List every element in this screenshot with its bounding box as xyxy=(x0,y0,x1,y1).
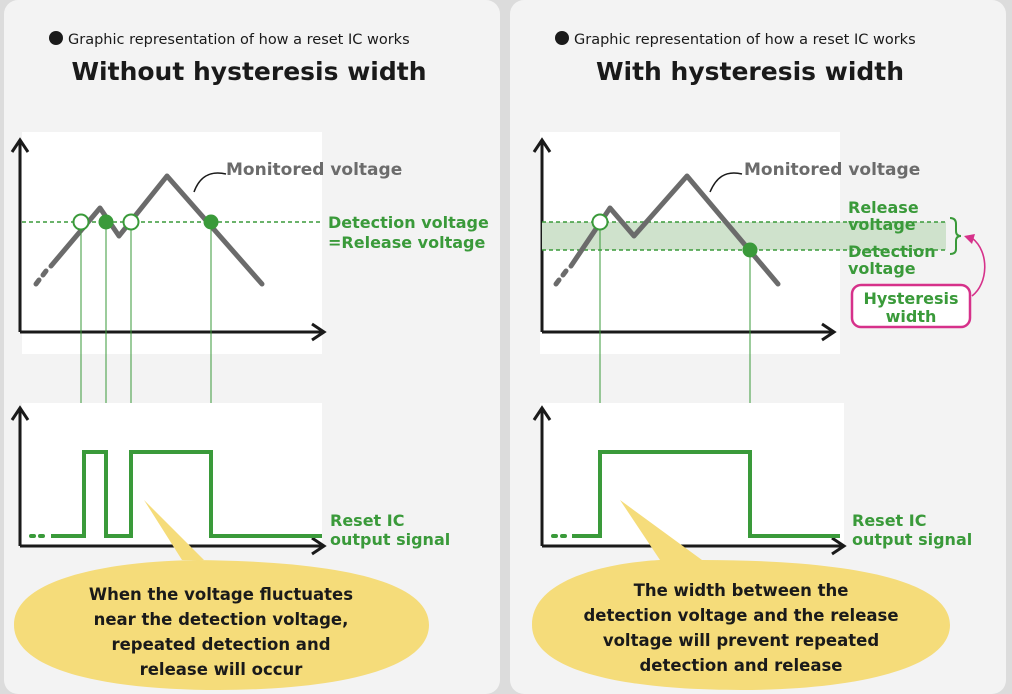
caption: Graphic representation of how a reset IC… xyxy=(68,32,410,48)
monitored-leader xyxy=(193,172,227,193)
callout-text-line: detection and release xyxy=(640,656,843,675)
monitored-voltage-label: Monitored voltage xyxy=(744,160,920,180)
output-label: output signal xyxy=(852,530,972,549)
bullet-icon xyxy=(49,31,63,45)
hysteresis-width-label: width xyxy=(886,307,937,326)
callout-text-line: repeated detection and xyxy=(111,635,330,654)
output-label: output signal xyxy=(330,530,450,549)
voltage-axes xyxy=(10,137,327,342)
callout-text-line: When the voltage fluctuates xyxy=(89,585,353,604)
monitored-leader xyxy=(709,172,743,193)
callout-bubble xyxy=(14,500,429,690)
release-voltage-label: Release xyxy=(848,198,919,217)
callout-bubble xyxy=(532,500,950,690)
release-point-marker xyxy=(72,213,90,231)
reset-output-signal xyxy=(551,450,840,538)
panel-title: With hysteresis width xyxy=(596,57,904,86)
output-graph-area xyxy=(540,403,844,546)
callout-text-line: detection voltage and the release xyxy=(583,606,898,625)
reset-output-signal xyxy=(29,450,322,538)
diagram-with-hysteresis: Graphic representation of how a reset IC… xyxy=(532,31,986,690)
release-point-marker xyxy=(591,213,609,231)
callout-text-line: voltage will prevent repeated xyxy=(603,631,879,650)
hysteresis-width-label: Hysteresis xyxy=(863,289,958,308)
callout-text-line: near the detection voltage, xyxy=(94,610,349,629)
hysteresis-arrow xyxy=(971,237,986,297)
output-label: Reset IC xyxy=(852,511,926,530)
diagram-without-hysteresis: Graphic representation of how a reset IC… xyxy=(10,31,489,690)
callout-text-line: The width between the xyxy=(634,581,849,600)
detection-voltage-label: Detection voltage xyxy=(328,213,489,232)
callout-text-line: release will occur xyxy=(140,660,304,679)
detection-point-marker xyxy=(742,242,758,258)
panel-title: Without hysteresis width xyxy=(71,57,426,86)
detection-point-marker xyxy=(203,214,219,230)
detection-voltage-label: Detection xyxy=(848,242,936,261)
output-axes xyxy=(10,405,327,556)
detection-voltage-label: voltage xyxy=(848,259,916,278)
output-axes xyxy=(532,405,847,556)
bullet-icon xyxy=(555,31,569,45)
hysteresis-brace xyxy=(949,217,962,255)
output-graph-area xyxy=(22,403,322,546)
monitored-voltage-label: Monitored voltage xyxy=(226,160,402,180)
arrow-head-icon xyxy=(964,234,975,244)
detection-point-marker xyxy=(98,214,114,230)
panel-without-hysteresis: Graphic representation of how a reset IC… xyxy=(4,0,500,694)
release-voltage-label: =Release voltage xyxy=(328,233,485,252)
hysteresis-width-box xyxy=(850,283,972,329)
release-point-marker xyxy=(122,213,140,231)
panel-with-hysteresis: Graphic representation of how a reset IC… xyxy=(510,0,1006,694)
release-voltage-label: voltage xyxy=(848,215,916,234)
output-label: Reset IC xyxy=(330,511,404,530)
caption: Graphic representation of how a reset IC… xyxy=(574,32,916,48)
